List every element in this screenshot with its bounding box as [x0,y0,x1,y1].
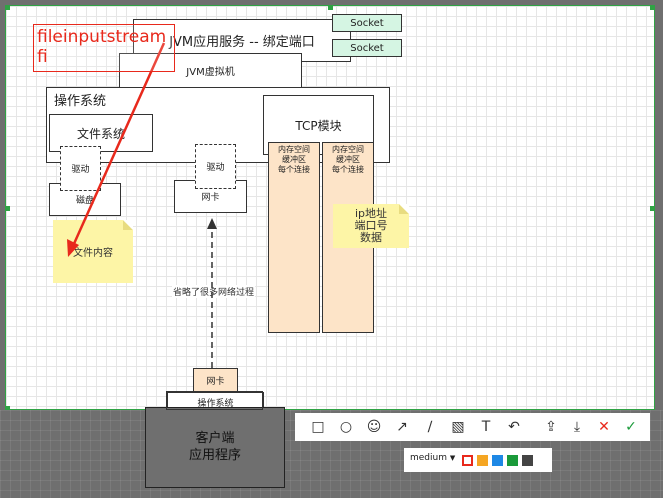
resize-handle-tm[interactable] [328,6,333,10]
text-annotation-content[interactable]: fileinputstream fi [37,27,167,67]
color-swatch[interactable] [462,455,473,466]
file-system-label: 文件系统 [76,126,125,141]
jvm-vm-label: JVM虚拟机 [186,67,235,78]
close-icon[interactable]: ✕ [598,419,610,435]
connector-layer [67,42,217,368]
text-annotation-box[interactable]: fileinputstream fi [33,24,175,72]
driver-box-2: 驱动 [195,144,236,189]
color-swatch[interactable] [477,455,488,466]
client-nic-label: 网卡 [206,376,225,387]
undo-icon[interactable]: ↶ [508,419,520,435]
dashed-arrow-head [207,218,217,229]
tcp-module-label: TCP模块 [295,118,342,133]
client-os-box: 操作系统 [167,392,264,409]
socket-box-2: Socket [332,39,402,57]
driver-label-1: 驱动 [71,165,90,175]
screenshot-toolbar: □ ○ ☺ ↗ ∕ ▧ T ↶ ⇪ ⤓ ✕ ✓ [295,413,650,441]
file-content-label: 文件内容 [73,248,113,259]
check-icon[interactable]: ✓ [625,419,637,435]
mosaic-tool-icon[interactable]: ▧ [451,419,465,435]
client-os-label: 操作系统 [197,398,234,409]
color-swatch[interactable] [492,455,503,466]
color-swatch[interactable] [522,455,533,466]
resize-handle-tr[interactable] [650,6,654,10]
pen-tool-icon[interactable]: ∕ [427,419,433,435]
resize-handle-tl[interactable] [6,6,10,10]
color-swatch[interactable] [507,455,518,466]
marker-tool-icon[interactable]: ☺ [366,419,382,435]
note-fold-icon [399,204,409,214]
ellipse-tool-icon[interactable]: ○ [339,419,353,435]
mem-buffer-1: 内存空间 缓冲区 每个连接 [268,142,320,333]
mem-buffer-label-2: 内存空间 缓冲区 每个连接 [332,145,364,174]
client-app-box [145,407,285,488]
client-nic-box: 网卡 [193,368,238,392]
client-os-box-dim [166,391,263,410]
file-system-box: 文件系统 [49,114,153,152]
nic-label: 网卡 [201,193,220,203]
text-tool-icon[interactable]: T [481,419,491,435]
rect-tool-icon[interactable]: □ [311,419,325,435]
socket-label-1: Socket [350,17,384,29]
resize-handle-bl[interactable] [6,406,10,409]
capture-region[interactable]: JVM应用服务 -- 绑定端口 Socket Socket JVM虚拟机 操作系… [5,5,655,410]
jvm-app-label: JVM应用服务 -- 绑定端口 [169,35,315,50]
arrow-tool-icon[interactable]: ↗ [396,419,408,435]
resize-handle-mr[interactable] [650,206,654,211]
os-label: 操作系统 [54,94,107,109]
file-content-note: 文件内容 [53,220,133,283]
download-icon[interactable]: ⤓ [573,419,581,435]
toolbar-options: medium ▼ [404,448,552,472]
socket-label-2: Socket [350,42,384,54]
red-annotation-arrow [71,42,166,247]
ip-note: ip地址 端口号 数据 [333,204,409,248]
red-annotation-arrow-head [67,239,79,257]
share-icon[interactable]: ⇪ [545,419,557,435]
resize-handle-ml[interactable] [6,206,10,211]
chevron-down-icon: ▼ [449,454,456,462]
omitted-label: 省略了很多网络过程 [172,285,256,298]
driver-box-1: 驱动 [60,146,101,191]
disk-label: 磁盘 [75,196,94,206]
note-fold-icon [123,220,133,230]
mem-buffer-label-1: 内存空间 缓冲区 每个连接 [278,145,310,174]
size-select-value: medium [410,453,447,463]
socket-box-1: Socket [332,14,402,32]
client-app-label: 客户端 应用程序 [188,431,241,463]
size-select[interactable]: medium ▼ [410,453,455,463]
driver-label-2: 驱动 [206,163,225,173]
ip-note-label: ip地址 端口号 数据 [354,207,388,244]
